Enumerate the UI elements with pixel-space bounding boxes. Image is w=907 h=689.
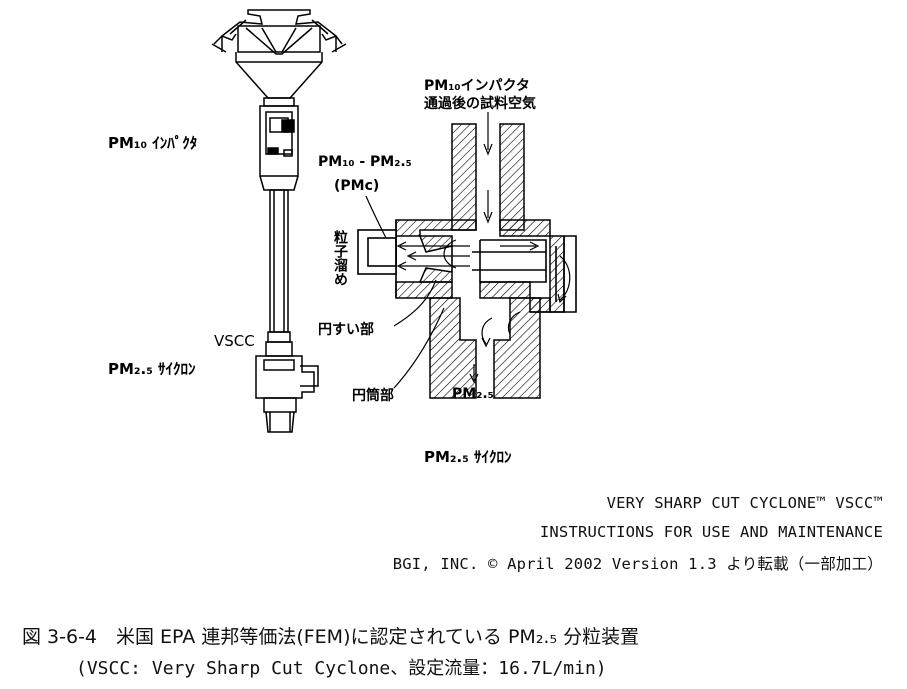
trap-label: 粒子溜め — [332, 229, 348, 286]
figure-caption-line-2: (VSCC: Very Sharp Cut Cyclone、設定流量：16.7L… — [76, 658, 607, 679]
cylinder-label: 円筒部 — [352, 387, 394, 404]
impactor-label: PM₁₀ ｲﾝﾊﾟｸﾀ — [108, 134, 197, 152]
inlet-air-label-line2: 通過後の試料空気 — [424, 95, 536, 112]
source-line-1: VERY SHARP CUT CYCLONE™ VSCC™ — [606, 494, 883, 512]
source-line-2: INSTRUCTIONS FOR USE AND MAINTENANCE — [539, 523, 883, 541]
inlet-air-label-line1: PM₁₀インパクタ — [424, 78, 530, 94]
cyclone-caption: PM₂.₅ ｻｲｸﾛﾝ — [424, 448, 512, 466]
vscc-label: VSCC — [214, 332, 255, 350]
cyclone-cross-section — [357, 112, 577, 399]
source-line-3: BGI, INC. © April 2002 Version 1.3 より転載（… — [392, 555, 883, 573]
cyclone-side-label: PM₂.₅ ｻｲｸﾛﾝ — [108, 360, 196, 378]
coarse-label-line2: (PMc) — [334, 178, 379, 194]
figure-caption-line-1: 図 3-6-4 米国 EPA 連邦等価法(FEM)に認定されている PM₂.₅ … — [22, 626, 640, 648]
coarse-label-line1: PM₁₀ - PM₂.₅ — [318, 154, 412, 170]
sampler-assembly-drawing — [211, 9, 347, 433]
outlet-label: PM₂.₅ — [452, 386, 494, 402]
cone-label: 円すい部 — [318, 321, 374, 338]
